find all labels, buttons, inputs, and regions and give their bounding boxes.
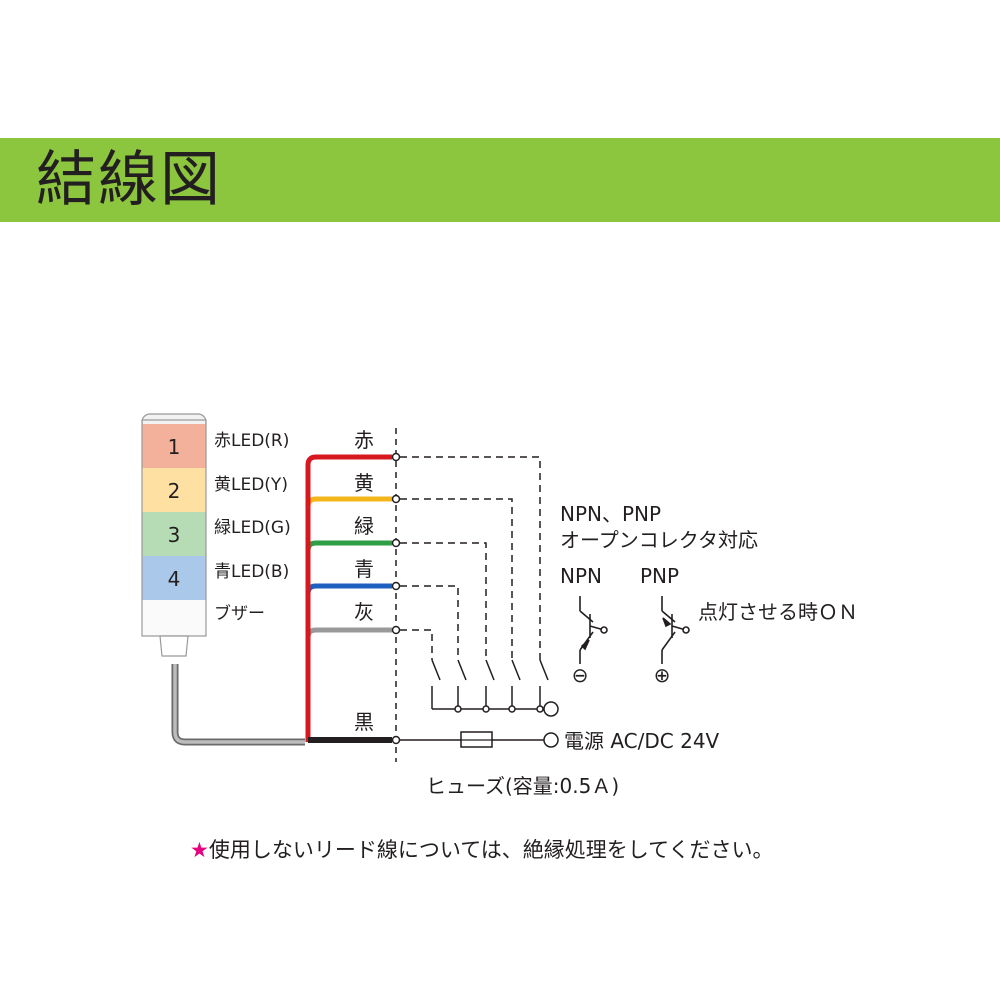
red-led-label: 赤LED(R) [214, 431, 289, 451]
pnp-plus-icon: ⊕ [654, 663, 671, 687]
wire-green [305, 540, 392, 742]
pnp-label: PNP [640, 564, 679, 588]
power-label: 電源 AC/DC 24V [564, 729, 720, 753]
fuse-label: ヒューズ(容量:0.5Ａ) [426, 774, 619, 798]
wire-label-green: 緑 [354, 514, 374, 538]
open-collector-line2: オープンコレクタ対応 [560, 528, 758, 552]
lighting-note: 点灯させる時ＯＮ [698, 600, 858, 624]
tier-1-number: 1 [168, 435, 181, 459]
tier-1-red [142, 424, 206, 468]
npn-transistor-icon [579, 596, 608, 664]
switches [431, 659, 549, 710]
wire-label-yellow: 黄 [354, 471, 374, 495]
wire-gray [305, 627, 392, 742]
wire-yellow [305, 496, 392, 742]
power-terminal-1 [543, 701, 559, 717]
open-collector-line1: NPN、PNP [560, 502, 661, 526]
header-banner: 結線図 [0, 138, 1000, 222]
wire-blue [305, 583, 392, 742]
switch-nodes [454, 701, 559, 717]
wire-label-blue: 青 [354, 557, 374, 581]
green-led-label: 緑LED(G) [214, 518, 291, 538]
wire-label-gray: 灰 [354, 600, 374, 624]
tier-4-blue [142, 556, 206, 600]
wire-label-red: 赤 [354, 428, 374, 452]
tier-3-number: 3 [168, 523, 181, 547]
blue-led-label: 青LED(B) [214, 562, 289, 582]
wire-bundle [305, 454, 392, 743]
pnp-transistor-icon [661, 596, 690, 664]
npn-label: NPN [560, 564, 602, 588]
wire-red [305, 454, 392, 742]
terminals [391, 452, 401, 745]
page-title: 結線図 [36, 145, 222, 215]
wire-label-black: 黒 [354, 710, 374, 734]
tier-3-green [142, 512, 206, 556]
tier-2-number: 2 [168, 479, 181, 503]
npn-minus-icon: ⊖ [572, 663, 589, 687]
footnote-text: 使用しないリード線については、絶縁処理をしてください。 [208, 838, 774, 862]
tier-4-number: 4 [168, 567, 181, 591]
star-icon: ★ [190, 838, 209, 862]
yellow-led-label: 黄LED(Y) [214, 475, 288, 495]
footnote: ★使用しないリード線については、絶縁処理をしてください。 [190, 835, 774, 865]
tier-2-yellow [142, 468, 206, 512]
buzzer-label: ブザー [214, 603, 265, 624]
power-terminal-2 [543, 732, 559, 748]
signal-tower: 1 2 3 4 [141, 413, 207, 657]
buzzer-section [142, 600, 206, 636]
cable [171, 664, 305, 746]
signal-lines [400, 456, 541, 660]
